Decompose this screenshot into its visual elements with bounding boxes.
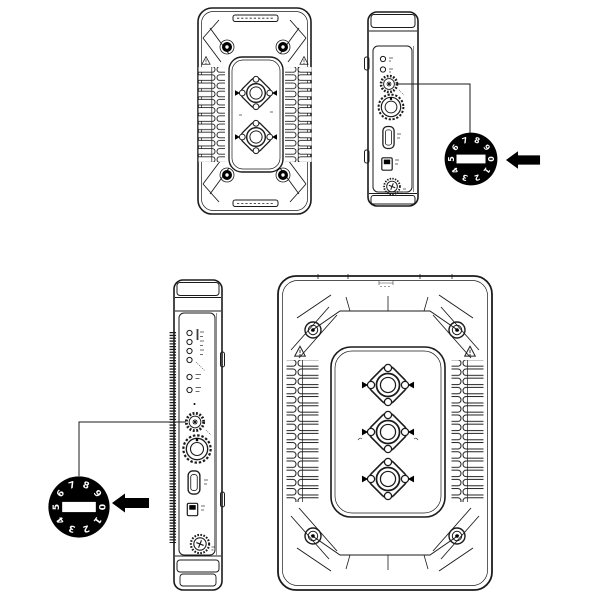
engraving-marks <box>211 546 215 551</box>
rotary-switch-detail-top <box>444 132 498 186</box>
corner-screw <box>219 39 235 55</box>
side-tab <box>364 149 370 164</box>
top-cap-shoulders <box>202 19 307 39</box>
status-led <box>379 66 387 73</box>
engraving-marks <box>395 159 399 165</box>
corner-screw <box>304 321 322 339</box>
corner-screw <box>448 321 466 339</box>
top-vent-slot <box>232 14 279 22</box>
corner-braces <box>290 306 480 560</box>
power-connector <box>377 93 405 121</box>
slide-switch <box>186 502 199 517</box>
top-cap-block <box>176 282 220 296</box>
top-cap-block <box>370 14 416 28</box>
engraving-marks <box>200 331 204 355</box>
callout-bottom <box>48 421 186 538</box>
engraving-marks <box>201 505 205 511</box>
corner-screw <box>275 39 291 55</box>
corner-braces <box>202 27 307 195</box>
bnc-connector <box>361 409 415 455</box>
engraving-marks <box>195 387 201 392</box>
bottom-cap-block <box>176 559 220 573</box>
side-tab <box>220 351 225 368</box>
bnc-connector <box>234 118 278 156</box>
engraving-marks <box>357 437 419 441</box>
engraving-marks <box>397 133 401 139</box>
status-led <box>186 386 193 394</box>
bnc-connector <box>361 456 415 502</box>
warning-triangle <box>294 345 306 357</box>
status-led <box>186 347 193 355</box>
callout-top <box>397 83 541 186</box>
pinhole <box>193 403 196 405</box>
engraving-marks <box>378 281 394 287</box>
front-view-two-connectors <box>197 7 312 215</box>
leader-line <box>397 83 471 133</box>
knurled-screw <box>189 533 211 555</box>
bnc-connector <box>361 362 415 408</box>
bottom-cap-block <box>370 195 416 205</box>
callout-arrow <box>506 151 541 169</box>
warning-triangle <box>299 56 309 65</box>
side-view-tall <box>169 279 225 591</box>
engraving-marks <box>403 188 406 193</box>
status-led <box>186 356 193 364</box>
bottom-cap-shoulders <box>202 183 307 203</box>
hdmi-port <box>382 125 395 150</box>
status-led <box>186 338 193 346</box>
bottom-vent-slot <box>232 199 279 207</box>
corner-screw <box>448 527 466 545</box>
top-edge-ticks <box>317 274 453 279</box>
case-inner-line <box>282 280 488 586</box>
engraving-marks <box>195 374 201 379</box>
rotary-switch-detail-bottom <box>48 476 110 538</box>
engraving-marks <box>205 429 212 436</box>
engraving-marks <box>389 57 393 73</box>
bottom-cap-band <box>296 534 474 572</box>
side-case-outline <box>173 279 223 591</box>
case-outline <box>277 275 493 591</box>
top-cap-band <box>296 294 474 332</box>
side-panel <box>178 312 216 556</box>
connector-panel <box>228 56 284 173</box>
corner-screw <box>304 527 322 545</box>
bnc-connector <box>234 74 278 112</box>
hdmi-port <box>187 470 201 495</box>
rotary-switch <box>184 411 206 433</box>
corner-screw <box>275 167 291 183</box>
engraving-marks <box>239 111 273 116</box>
front-view-three-connectors <box>277 274 493 591</box>
side-view-short <box>364 11 419 207</box>
side-tab <box>220 491 225 508</box>
warning-triangle <box>201 56 211 65</box>
leader-line <box>78 421 186 476</box>
callout-arrow <box>112 493 149 513</box>
status-led <box>186 329 193 337</box>
slide-switch <box>381 157 393 171</box>
engraving-marks <box>195 361 206 372</box>
rotary-switch <box>379 74 399 94</box>
power-connector <box>182 434 212 464</box>
side-case-outline <box>367 11 419 207</box>
status-led <box>186 373 193 381</box>
engraving-marks <box>204 479 208 485</box>
status-led <box>379 55 387 63</box>
engraving-marks <box>398 89 405 96</box>
side-tab <box>364 56 370 71</box>
warning-triangle <box>464 345 476 357</box>
corner-screw <box>219 167 235 183</box>
connector-panel <box>330 346 446 518</box>
